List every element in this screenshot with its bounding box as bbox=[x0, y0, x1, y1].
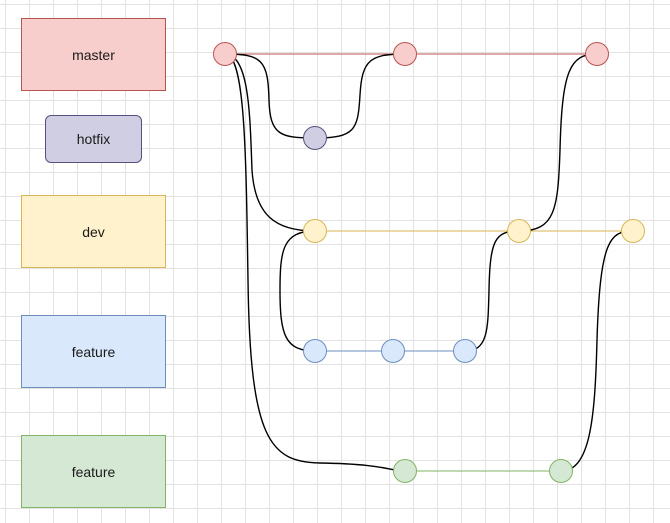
commit-master-3 bbox=[585, 42, 609, 66]
commit-feature-2-b bbox=[549, 459, 573, 483]
commit-feature-2-a bbox=[393, 459, 417, 483]
branch-label-feature-2-text: feature bbox=[71, 463, 116, 480]
branch-label-hotfix: hotfix bbox=[45, 115, 142, 163]
branch-label-feature-1-text: feature bbox=[71, 343, 116, 360]
connector-master-to-hotfix bbox=[224, 53, 316, 139]
connector-master-to-dev bbox=[224, 53, 316, 232]
commit-feature-1-c bbox=[453, 339, 477, 363]
commit-dev-2 bbox=[507, 219, 531, 243]
connector-feature-2-to-dev bbox=[560, 230, 634, 472]
commit-hotfix-1 bbox=[303, 126, 327, 150]
commit-master-2 bbox=[393, 42, 417, 66]
branch-label-feature-2: feature bbox=[21, 435, 166, 508]
connector-dev-to-master bbox=[518, 53, 598, 232]
connector-master-to-feature-2 bbox=[224, 53, 406, 472]
connector-dev-to-feature-1 bbox=[279, 230, 316, 352]
commit-dev-3 bbox=[621, 219, 645, 243]
branch-label-hotfix-text: hotfix bbox=[76, 131, 111, 147]
connector-feature-1-to-dev bbox=[464, 230, 520, 352]
commit-feature-1-a bbox=[303, 339, 327, 363]
branch-label-master-text: master bbox=[72, 46, 115, 63]
commit-dev-1 bbox=[303, 219, 327, 243]
branch-label-feature-1: feature bbox=[21, 315, 166, 388]
branch-label-dev-text: dev bbox=[82, 223, 105, 240]
commit-master-1 bbox=[213, 42, 237, 66]
branch-label-master: master bbox=[21, 18, 166, 91]
connector-hotfix-to-master bbox=[314, 53, 406, 139]
commit-feature-1-b bbox=[381, 339, 405, 363]
branch-label-dev: dev bbox=[21, 195, 166, 268]
